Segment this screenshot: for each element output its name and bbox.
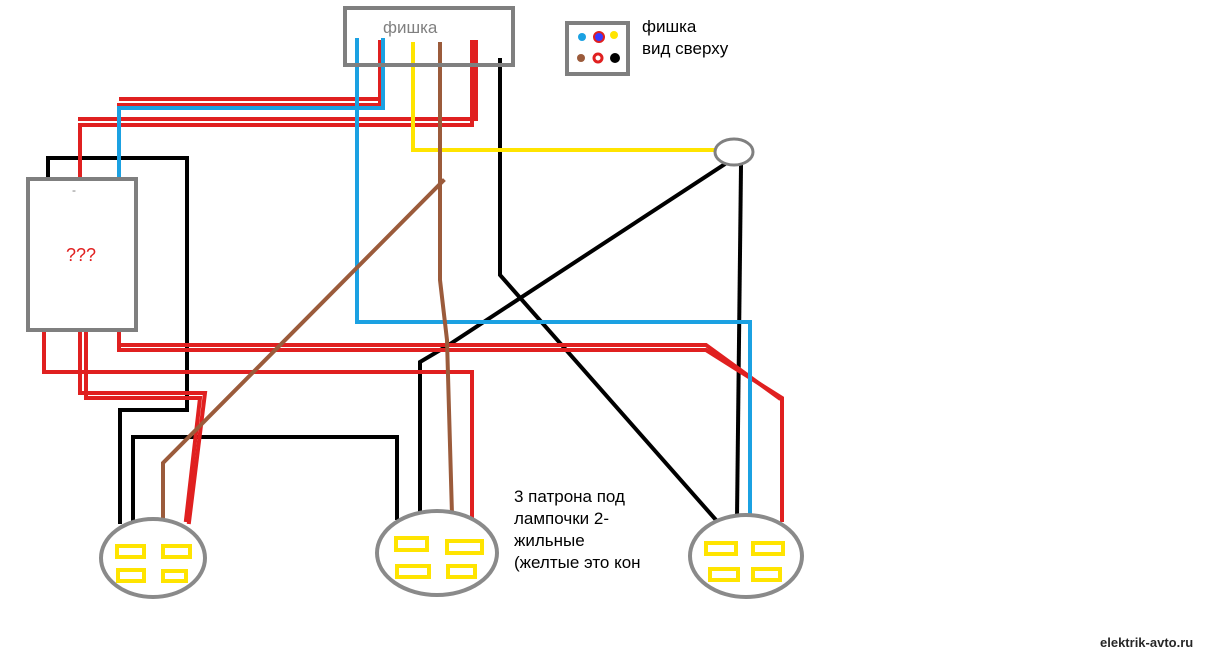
pin-black (610, 53, 620, 63)
unknown-module-label: ??? (66, 245, 96, 265)
wire-red-connector-2 (78, 40, 474, 180)
socket-3 (688, 513, 804, 599)
pin-yellow (610, 31, 618, 39)
wire-blue-connector-box (117, 38, 385, 180)
connector-top-view-box (565, 21, 630, 76)
wire-red-box-left (42, 328, 474, 522)
pin-blue (578, 33, 586, 41)
wire-black-box-top (46, 156, 189, 524)
wire-black-socket2-cross (418, 159, 731, 515)
wire-yellow-connector-junction (411, 42, 718, 152)
wire-red-socket1-b (84, 328, 203, 523)
wire-red-connector-2b (78, 40, 478, 121)
connector-label: фишка (383, 18, 438, 37)
pin-brown (577, 54, 585, 62)
wire-black-connector-right (498, 58, 719, 523)
connector-box (343, 6, 515, 67)
wire-black-socket3-left (734, 163, 744, 520)
junction-node (713, 137, 755, 167)
watermark: elektrik-avto.ru (1100, 635, 1193, 650)
unknown-module-box (26, 177, 138, 332)
wire-red-socket1 (78, 328, 208, 525)
wire-black-socket1-b (131, 435, 399, 522)
top-view-title-line2: вид сверху (642, 39, 729, 58)
note-line-3: жильные (514, 531, 585, 550)
note-line-4: (желтые это кон (514, 553, 641, 572)
pin-dark-blue (593, 31, 605, 43)
wire-brown-connector-socket2 (438, 42, 455, 518)
wire-red-box-bottom-b (117, 343, 782, 401)
note-line-2: лампочки 2- (514, 509, 609, 528)
note-line-1: 3 патрона под (514, 487, 625, 506)
socket-1 (99, 517, 207, 599)
socket-2 (375, 509, 499, 597)
pin-red (592, 52, 604, 64)
unknown-module-mark: - (72, 183, 76, 197)
top-view-title-line1: фишка (642, 17, 697, 36)
wire-brown-branch-socket1 (161, 178, 446, 522)
wire-blue-connector-socket3 (355, 38, 752, 518)
